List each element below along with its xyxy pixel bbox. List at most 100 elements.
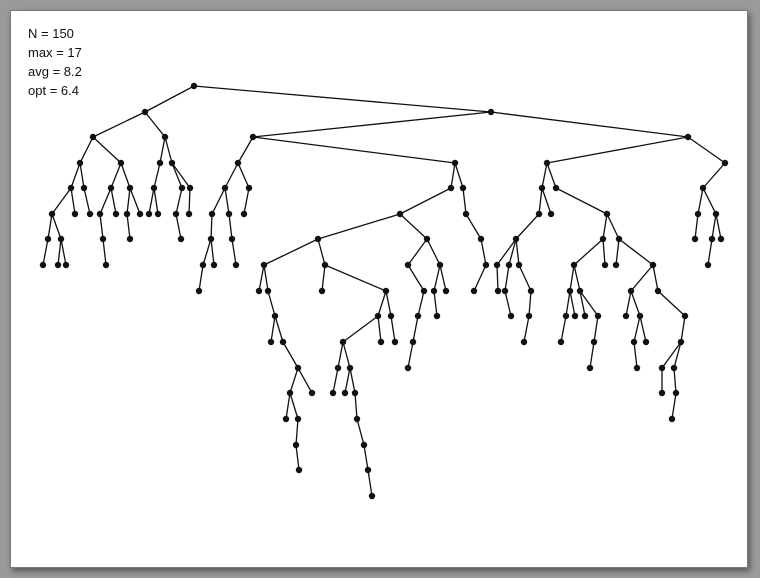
tree-edge [377, 315, 382, 343]
tree-node [576, 287, 584, 295]
tree-edge [153, 162, 161, 189]
tree-edge [593, 315, 599, 343]
tree-node [199, 261, 207, 269]
tree-node [240, 210, 248, 218]
tree-node [228, 235, 236, 243]
tree-edge [673, 341, 682, 369]
tree-edge [454, 162, 464, 189]
tree-node [232, 261, 240, 269]
tree-edge [144, 111, 166, 138]
tree-edge [337, 341, 344, 369]
tree-node [89, 133, 97, 141]
stat-avg-label: avg [28, 64, 49, 79]
tree-node [292, 441, 300, 449]
tree-node [186, 184, 194, 192]
tree-node [594, 312, 602, 320]
tree-node [571, 312, 579, 320]
tree-node [520, 338, 528, 346]
tree-edge [399, 213, 428, 240]
tree-node [630, 338, 638, 346]
tree-edge [79, 136, 94, 164]
tree-node [586, 364, 594, 372]
tree-node [382, 287, 390, 295]
tree-edge [342, 315, 379, 343]
tree-edge [528, 290, 532, 317]
tree-edge [317, 213, 401, 240]
tree-node [57, 235, 65, 243]
tree-edge [356, 418, 365, 446]
tree-edge [602, 238, 606, 266]
tree-node [708, 235, 716, 243]
tree-node [459, 184, 467, 192]
tree-edge [407, 264, 425, 292]
tree-node [208, 210, 216, 218]
tree-edge [417, 290, 425, 317]
tree-edge [625, 290, 632, 317]
tree-node [39, 261, 47, 269]
tree-edge [231, 238, 237, 266]
tree-edge [258, 264, 265, 292]
tree-node [590, 338, 598, 346]
tree-node [123, 210, 131, 218]
tree-edge [202, 238, 212, 266]
tree-node [168, 159, 176, 167]
tree-edge [267, 290, 276, 317]
tree-node [699, 184, 707, 192]
tree-edge [263, 238, 319, 266]
tree-edge [673, 367, 677, 394]
tree-node [658, 364, 666, 372]
tree-edge [47, 213, 53, 240]
tree-edge [602, 213, 608, 240]
tree-edge [399, 187, 452, 215]
tree-edge [465, 213, 482, 240]
tree-edge [99, 213, 104, 240]
tree-node [404, 261, 412, 269]
tree-edge [171, 162, 191, 189]
tree-node [396, 210, 404, 218]
tree-node [581, 312, 589, 320]
tree-edge [450, 162, 456, 189]
tree-node [185, 210, 193, 218]
tree-edge [589, 341, 595, 369]
tree-edge [633, 315, 641, 343]
tree-edge [295, 444, 300, 471]
tree-edge [412, 315, 419, 343]
tree-node [570, 261, 578, 269]
tree-edge [102, 238, 107, 266]
tree-edge [237, 136, 254, 164]
tree-edge [159, 136, 166, 164]
tree-node [543, 159, 551, 167]
tree-node [271, 312, 279, 320]
tree-node [54, 261, 62, 269]
tree-node [177, 235, 185, 243]
tree-edge [433, 290, 438, 317]
tree-edge [433, 264, 441, 292]
tree-edge [715, 213, 722, 240]
tree-edge [630, 290, 641, 317]
tree-node [282, 415, 290, 423]
tree-node [368, 492, 376, 500]
tree-edge [606, 213, 620, 240]
stat-opt-label: opt [28, 83, 47, 98]
tree-node [341, 389, 349, 397]
tree-node [308, 389, 316, 397]
tree-node [712, 210, 720, 218]
tree-edge [175, 187, 183, 215]
tree-node [525, 312, 533, 320]
tree-edge [573, 238, 604, 266]
tree-node [633, 364, 641, 372]
tree-node [409, 338, 417, 346]
tree-node [44, 235, 52, 243]
tree-node [245, 184, 253, 192]
tree-edge [83, 187, 91, 215]
tree-node [353, 415, 361, 423]
tree-node [80, 184, 88, 192]
tree-node [721, 159, 729, 167]
tree-edge [639, 315, 647, 343]
tree-node [321, 261, 329, 269]
tree-edge [120, 162, 131, 189]
tree-edge [707, 238, 713, 266]
tree-edge [99, 187, 112, 215]
tree-node [557, 338, 565, 346]
